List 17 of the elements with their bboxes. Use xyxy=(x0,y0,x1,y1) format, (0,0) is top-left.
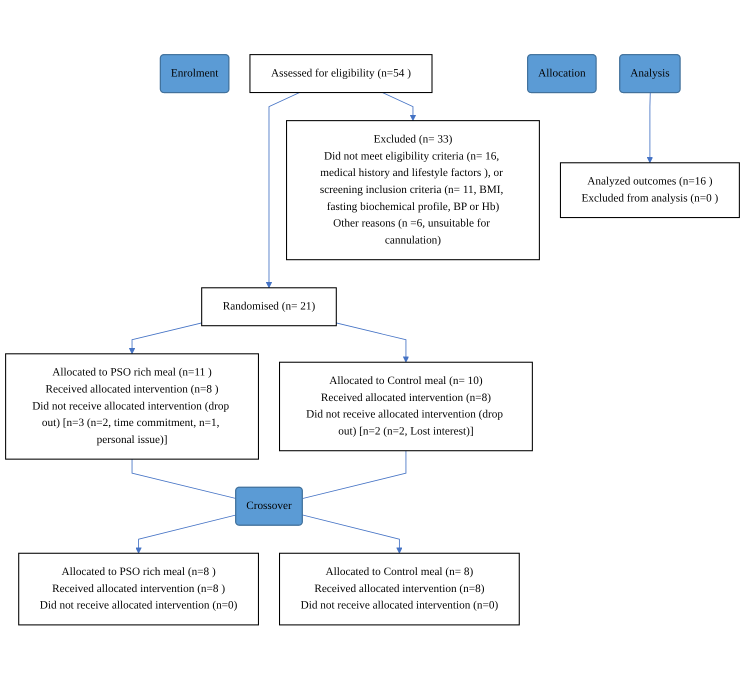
node-box: Allocated to PSO rich meal (n=11 ) Received allocated intervention (n=8 ) Did not receive allocated intervention (drop out) [n=3 (n=2, time commitment, n=1, personal issue)] xyxy=(5,353,259,460)
arrow xyxy=(266,92,300,288)
node-box: Randomised (n= 21) xyxy=(201,287,337,326)
arrow xyxy=(136,514,236,554)
node-box: Assessed for eligibility (n=54 ) xyxy=(249,54,433,93)
node-box: Allocated to Control meal (n= 10) Received allocated intervention (n=8) Did not receive allocated intervention (drop out) [n=2 (n=2, Lost interest)] xyxy=(279,361,533,451)
arrow xyxy=(302,514,402,554)
node-box: Analyzed outcomes (n=16 ) Excluded from analysis (n=0 ) xyxy=(560,162,740,218)
node-box: Allocated to Control meal (n= 8) Received allocated intervention (n=8) Did not receive allocated intervention (n=0) xyxy=(279,552,520,626)
arrow xyxy=(336,322,410,362)
arrow xyxy=(646,92,653,163)
arrow xyxy=(382,92,416,121)
node-box: Excluded (n= 33) Did not meet eligibility criteria (n= 16, medical history and lifestyle factors ), or screening inclusion criteria (n= 11, BMI, fasting biochemical profile, BP or Hb) Other reasons (n =6, unsuitable for cannulation) xyxy=(286,120,540,260)
connector xyxy=(302,450,406,499)
connector xyxy=(132,458,236,499)
node-box: Allocated to PSO rich meal (n=8 ) Received allocated intervention (n=8 ) Did not receive allocated intervention (n=0) xyxy=(18,552,259,626)
arrow xyxy=(128,322,202,354)
